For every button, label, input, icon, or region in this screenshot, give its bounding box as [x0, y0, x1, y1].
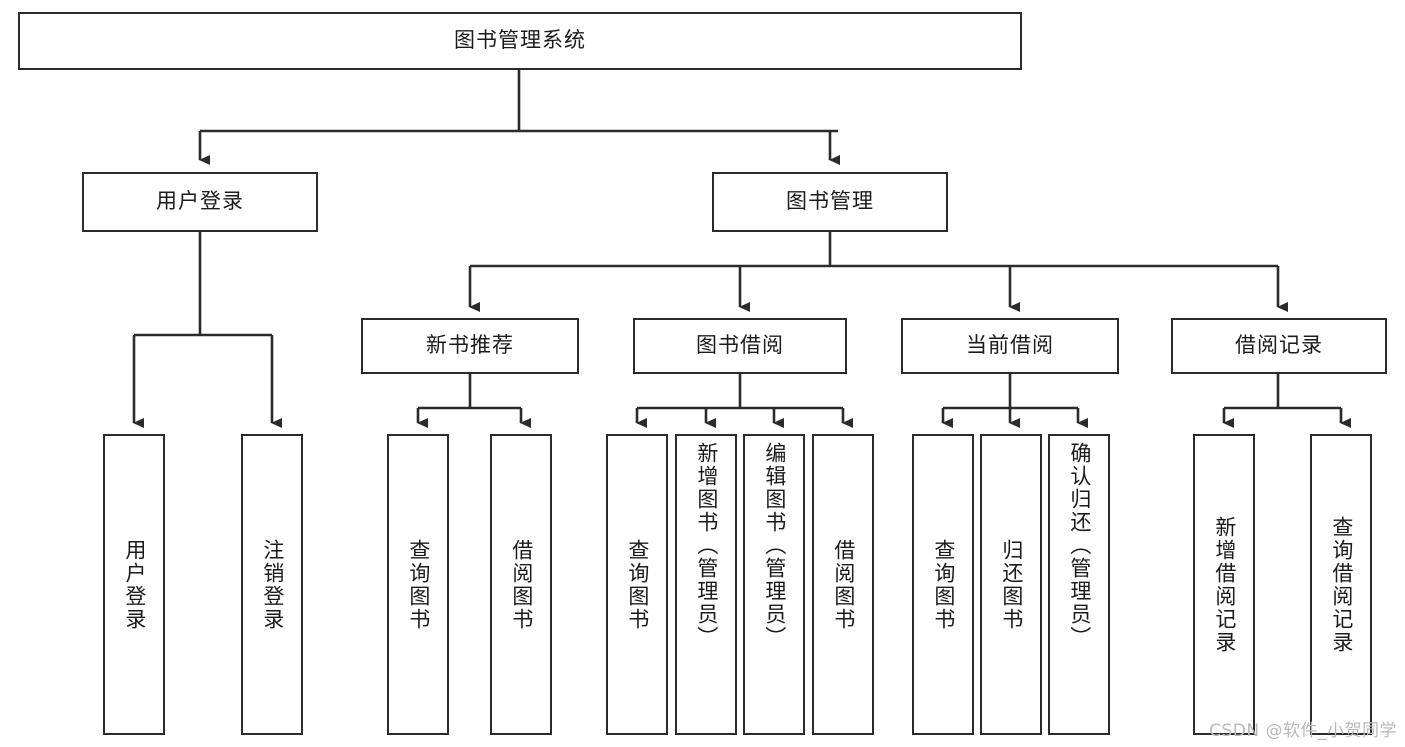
leaf-query-book-1-label: 查询图书	[406, 538, 431, 631]
leaf-logout[interactable]: 注销登录	[241, 434, 303, 735]
leaf-return-book[interactable]: 归还图书	[980, 434, 1042, 735]
leaf-user-login[interactable]: 用户登录	[103, 434, 165, 735]
leaf-query-book-1[interactable]: 查询图书	[387, 434, 449, 735]
leaf-borrow-book-1[interactable]: 借阅图书	[490, 434, 552, 735]
leaf-add-book-label: 新增图书（管理员）	[694, 442, 719, 649]
node-user-login[interactable]: 用户登录	[82, 172, 318, 232]
node-new-book-recommend[interactable]: 新书推荐	[361, 318, 579, 374]
leaf-edit-book-label: 编辑图书（管理员）	[762, 442, 787, 649]
leaf-query-book-3-label: 查询图书	[931, 538, 956, 631]
leaf-logout-label: 注销登录	[260, 538, 285, 631]
node-new-book-recommend-label: 新书推荐	[426, 333, 514, 358]
leaf-return-book-label: 归还图书	[999, 538, 1024, 631]
leaf-query-book-2-label: 查询图书	[625, 538, 650, 631]
leaf-query-record[interactable]: 查询借阅记录	[1310, 434, 1372, 735]
node-root-label: 图书管理系统	[454, 28, 586, 53]
node-current-borrow-label: 当前借阅	[966, 333, 1054, 358]
node-book-borrow[interactable]: 图书借阅	[633, 318, 847, 374]
leaf-add-record-label: 新增借阅记录	[1212, 515, 1237, 654]
node-root[interactable]: 图书管理系统	[18, 12, 1022, 70]
leaf-borrow-book-1-label: 借阅图书	[509, 538, 534, 631]
node-borrow-record[interactable]: 借阅记录	[1171, 318, 1387, 374]
node-user-login-label: 用户登录	[156, 189, 244, 214]
leaf-borrow-book-2-label: 借阅图书	[831, 538, 856, 631]
leaf-user-login-label: 用户登录	[122, 538, 147, 631]
node-borrow-record-label: 借阅记录	[1235, 333, 1323, 358]
leaf-confirm-return[interactable]: 确认归还（管理员）	[1048, 434, 1110, 735]
leaf-borrow-book-2[interactable]: 借阅图书	[812, 434, 874, 735]
leaf-add-book[interactable]: 新增图书（管理员）	[675, 434, 737, 735]
leaf-edit-book[interactable]: 编辑图书（管理员）	[743, 434, 805, 735]
node-book-manage[interactable]: 图书管理	[712, 172, 948, 232]
leaf-add-record[interactable]: 新增借阅记录	[1193, 434, 1255, 735]
node-current-borrow[interactable]: 当前借阅	[901, 318, 1119, 374]
leaf-query-book-3[interactable]: 查询图书	[912, 434, 974, 735]
node-book-borrow-label: 图书借阅	[696, 333, 784, 358]
leaf-query-record-label: 查询借阅记录	[1329, 515, 1354, 654]
leaf-query-book-2[interactable]: 查询图书	[606, 434, 668, 735]
node-book-manage-label: 图书管理	[786, 189, 874, 214]
leaf-confirm-return-label: 确认归还（管理员）	[1067, 442, 1092, 649]
